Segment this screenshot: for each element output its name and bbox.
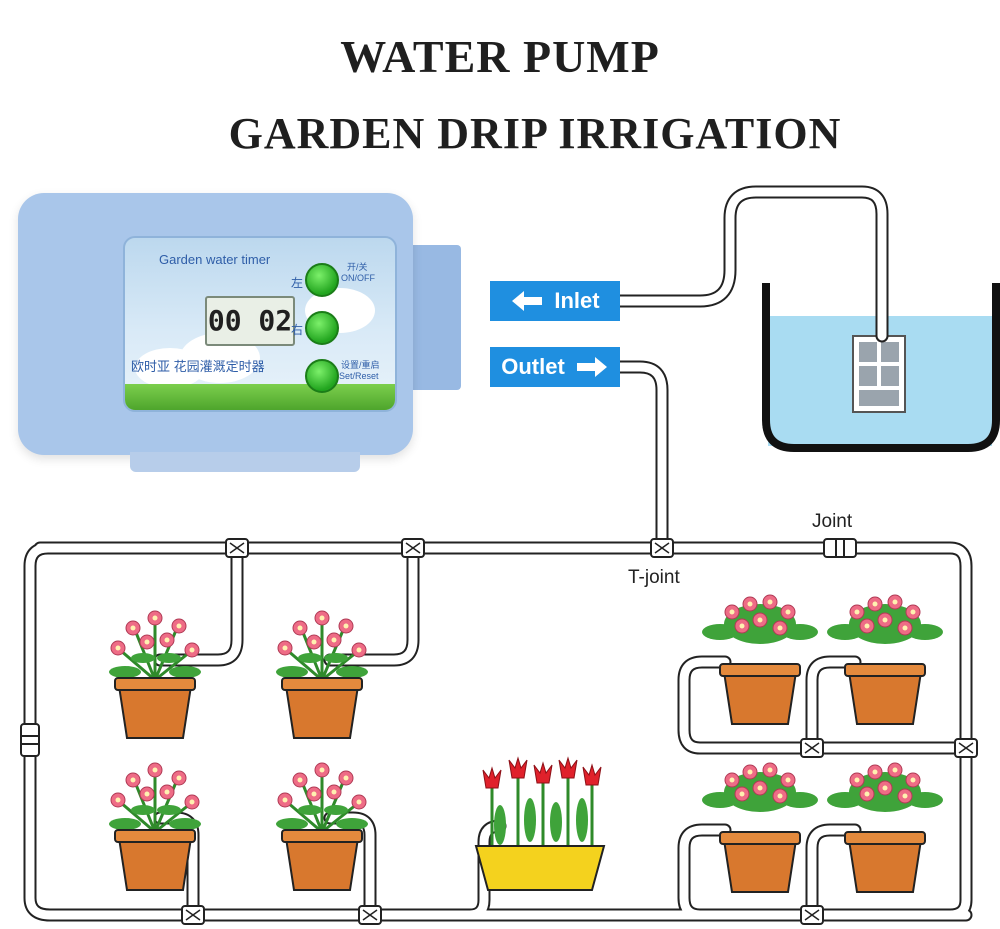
arrow-left-icon <box>512 291 543 311</box>
right-label: 右 <box>291 323 304 337</box>
tulip-planter <box>474 756 606 891</box>
flower-pot-5 <box>702 594 818 725</box>
flower-pot-6 <box>827 594 943 725</box>
set-reset-button[interactable] <box>305 359 339 393</box>
outlet-label: Outlet <box>490 347 620 387</box>
left-label: 左 <box>291 276 304 290</box>
device-side-housing <box>405 245 461 390</box>
lcd-display: 00 02 <box>205 296 295 346</box>
device-base <box>130 452 360 472</box>
flower-pot-8 <box>827 762 943 893</box>
flower-pot-3 <box>109 762 201 891</box>
flower-pot-7 <box>702 762 818 893</box>
outlet-text: Outlet <box>501 354 565 379</box>
right-button[interactable] <box>305 311 339 345</box>
t-joint-label: T-joint <box>628 567 680 588</box>
flower-pot-1 <box>109 610 201 739</box>
on-off-label-en: ON/OFF <box>341 273 375 283</box>
pipe-fittings <box>20 538 978 925</box>
title-garden-drip-irrigation: GARDEN DRIP IRRIGATION <box>228 109 842 158</box>
brand-text: 欧时亚 花园灌溉定时器 <box>131 359 265 374</box>
flower-pot-2 <box>276 610 368 739</box>
timer-front-panel: Garden water timer 00 02 欧时亚 花园灌溉定时器 左 右… <box>123 236 397 412</box>
title-water-pump: WATER PUMP <box>340 31 660 82</box>
panel-title: Garden water timer <box>159 252 271 267</box>
inlet-text: Inlet <box>554 288 600 313</box>
grass-decoration <box>125 384 395 410</box>
flower-pot-4 <box>276 762 368 891</box>
joint-label: Joint <box>812 511 853 532</box>
inlet-label: Inlet <box>490 281 620 321</box>
set-reset-label-cn: 设置/重启 <box>341 360 380 370</box>
on-off-button[interactable] <box>305 263 339 297</box>
pump-filter <box>852 335 906 413</box>
arrow-right-icon <box>576 357 607 377</box>
set-reset-label-en: Set/Reset <box>339 371 379 381</box>
on-off-label-cn: 开/关 <box>347 262 368 272</box>
